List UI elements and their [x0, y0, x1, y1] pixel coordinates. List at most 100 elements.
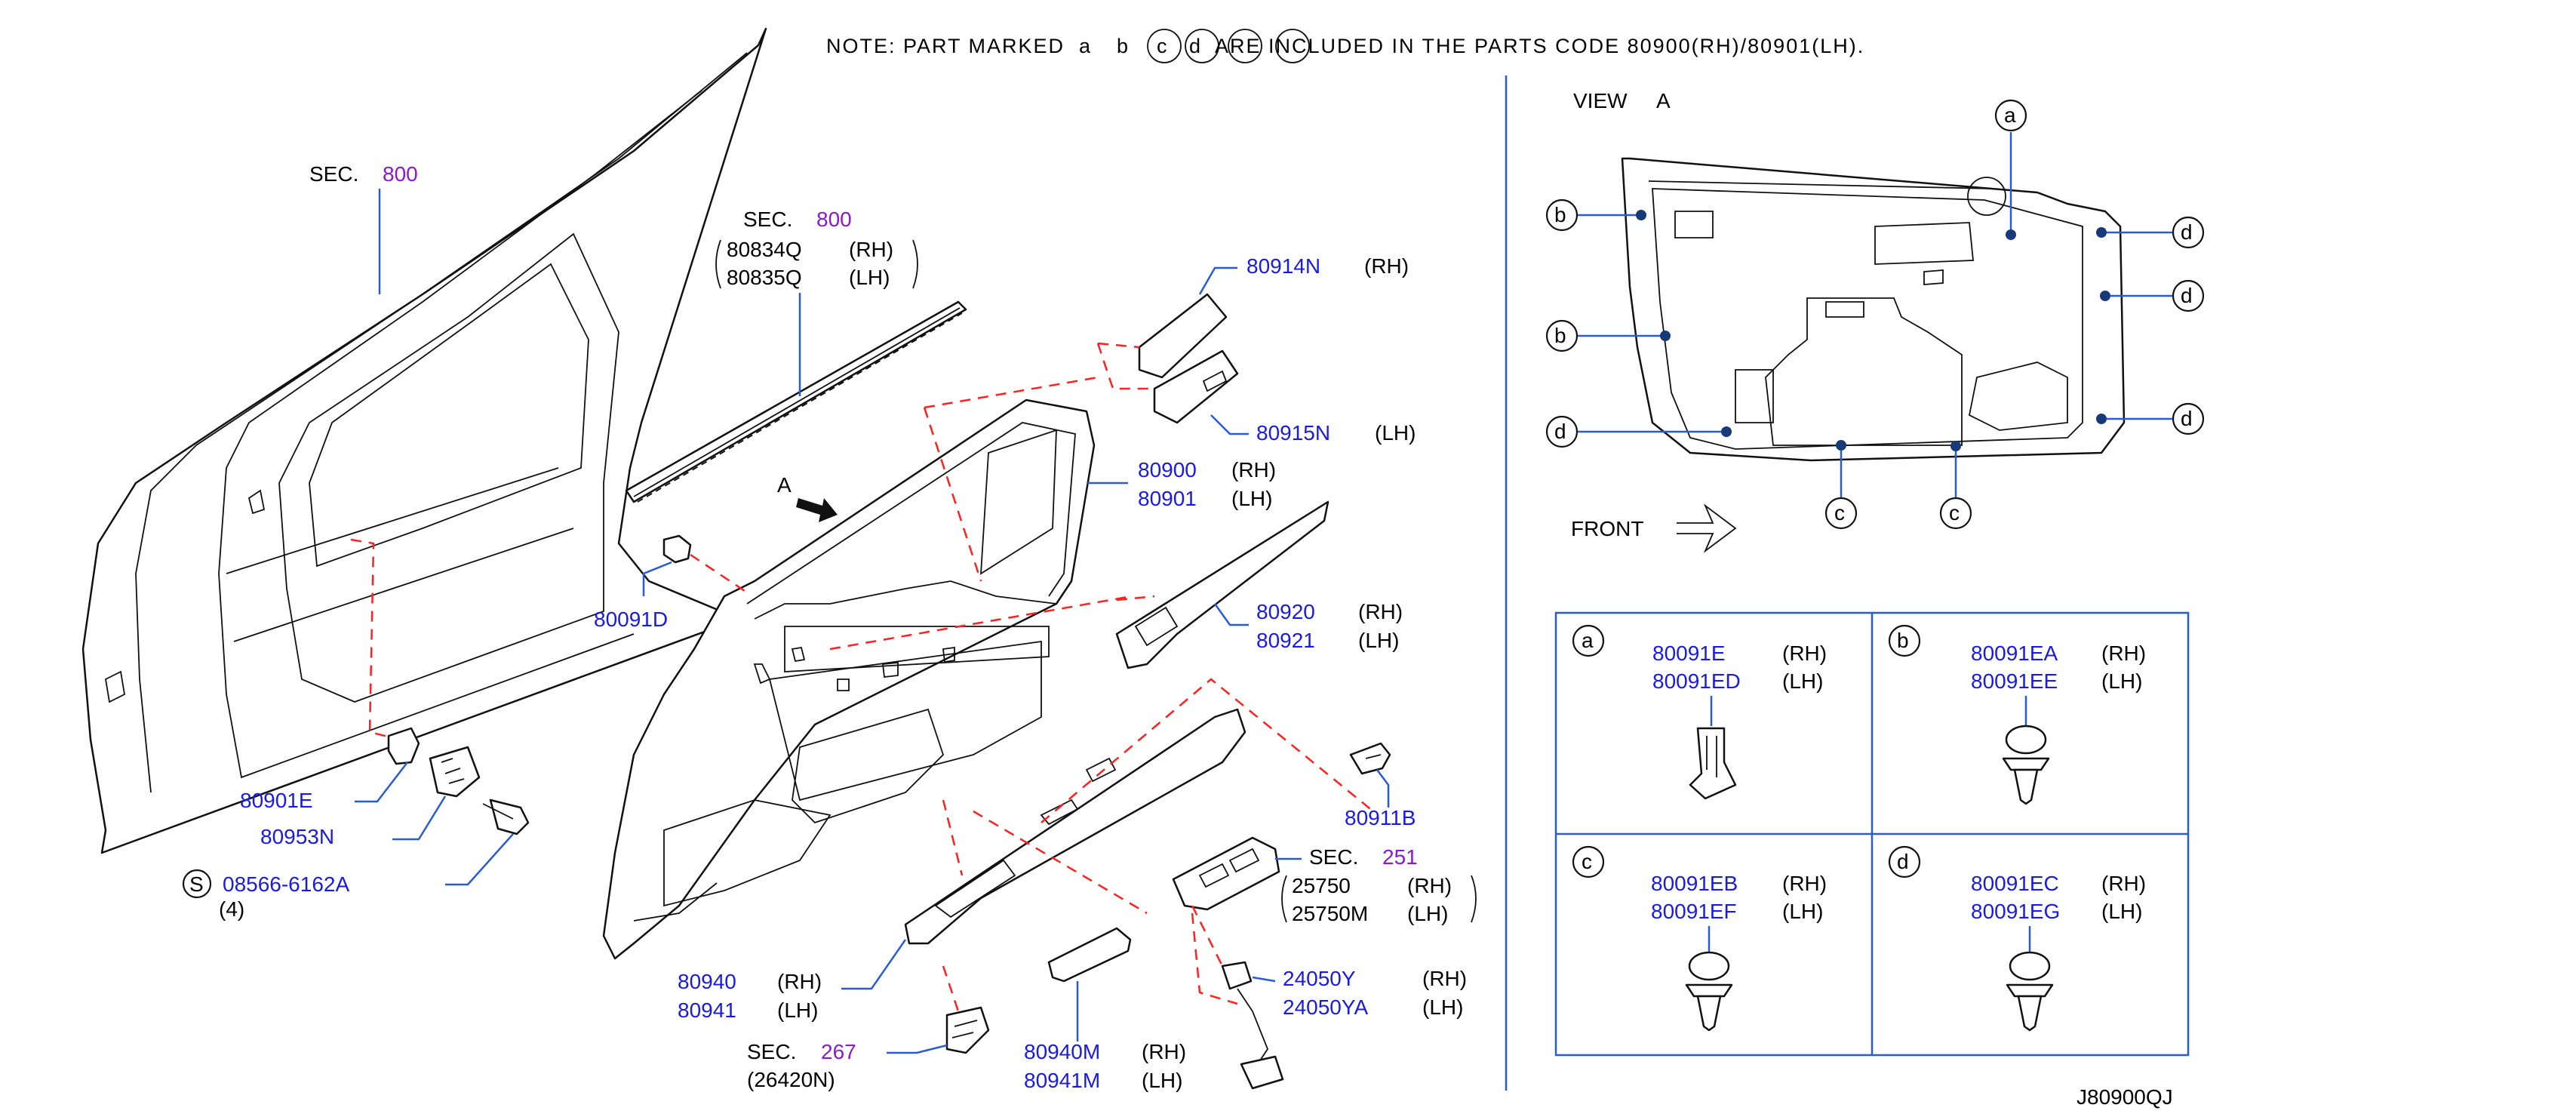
sec-text: SEC. — [743, 208, 792, 231]
view-marker-d: d — [2172, 402, 2205, 435]
sec-text: SEC. — [747, 1040, 796, 1063]
side-lh: (LH) — [1358, 629, 1399, 652]
clip-cell-a: a 80091E (RH) 80091ED (LH) — [1572, 624, 1827, 800]
view-a-section: VIEW A a b b d d — [1545, 89, 2205, 553]
part-80091eb[interactable]: 80091EB — [1651, 872, 1738, 895]
note-circle-d — [1185, 29, 1219, 63]
label-sec-251: SEC. 251 25750 (RH) 25750M (LH) — [1275, 845, 1477, 925]
view-marker-c: c — [1824, 497, 1858, 530]
part-80921[interactable]: 80921 — [1256, 629, 1315, 652]
side-lh: (LH) — [2101, 900, 2142, 923]
sec-number[interactable]: 800 — [383, 162, 418, 186]
cell-letter: c — [1582, 850, 1592, 873]
label-80900: 80900 (RH) 80901 (LH) — [1087, 458, 1276, 510]
part-80914n[interactable]: 80914N — [1247, 254, 1320, 278]
sec-number[interactable]: 800 — [816, 208, 852, 231]
side-rh: (RH) — [849, 238, 893, 261]
view-marker-d: d — [2172, 216, 2205, 249]
clip-cell-b: b 80091EA (RH) 80091EE (LH) — [1888, 624, 2146, 805]
side-lh: (LH) — [1407, 902, 1448, 925]
window-switch — [1172, 836, 1280, 1005]
label-sec-267: SEC. 267 (26420N) — [747, 1040, 948, 1091]
armrest-pad — [904, 678, 1374, 1012]
part-80834q[interactable]: 80834Q — [727, 238, 802, 261]
cell-letter: d — [1897, 850, 1909, 873]
part-80091ec[interactable]: 80091EC — [1971, 872, 2059, 895]
view-a-arrow: A — [777, 473, 838, 522]
marker-letter: b — [1554, 203, 1566, 226]
note-mark-a: a — [1079, 35, 1092, 57]
quantity: (4) — [219, 897, 244, 921]
side-lh: (LH) — [2101, 669, 2142, 693]
note-prefix: NOTE: PART MARKED — [826, 35, 1065, 57]
front-arrow-icon — [1677, 503, 1737, 553]
side-lh: (LH) — [1782, 669, 1823, 693]
sec-number[interactable]: 267 — [821, 1040, 856, 1063]
part-24050ya[interactable]: 24050YA — [1283, 995, 1368, 1019]
part-24050y[interactable]: 24050Y — [1283, 967, 1356, 990]
note-circle-extra-2 — [1275, 29, 1310, 63]
part-80901[interactable]: 80901 — [1138, 487, 1197, 510]
arrow-label: A — [777, 473, 792, 497]
note-circle-extra-1 — [1228, 29, 1262, 63]
note-line: NOTE: PART MARKED a b c d ARE INCLUDED I… — [826, 29, 1864, 63]
part-80915n[interactable]: 80915N — [1256, 421, 1330, 445]
view-marker-a: a — [1994, 99, 2027, 132]
note-mark-d: d — [1189, 35, 1202, 57]
door-harness — [1191, 905, 1284, 1090]
note-circle-c — [1147, 29, 1182, 63]
marker-letter: d — [2181, 284, 2193, 307]
label-sec-800-strip: SEC. 800 80834Q (RH) 80835Q (LH) — [715, 208, 918, 396]
part-80941m[interactable]: 80941M — [1024, 1069, 1100, 1092]
part-25750[interactable]: 25750 — [1292, 874, 1351, 897]
part-08566-6162a[interactable]: 08566-6162A — [223, 872, 349, 896]
side-rh: (RH) — [1782, 642, 1827, 665]
side-lh: (LH) — [1231, 487, 1272, 510]
label-80920: 80920 (RH) 80921 (LH) — [1213, 600, 1403, 652]
marker-letter: c — [1834, 501, 1845, 525]
part-80901e[interactable]: 80901E — [240, 789, 313, 812]
side-lh: (LH) — [849, 266, 890, 289]
part-80091e[interactable]: 80091E — [1652, 642, 1726, 665]
part-80940[interactable]: 80940 — [678, 970, 736, 993]
part-80091ed[interactable]: 80091ED — [1652, 669, 1741, 693]
clip-80091d: 80091D — [594, 534, 748, 631]
sec-text: SEC. — [1309, 845, 1358, 869]
part-80091ea[interactable]: 80091EA — [1971, 642, 2058, 665]
part-80911b[interactable]: 80911B — [1345, 806, 1416, 829]
label-24050y: 24050Y (RH) 24050YA (LH) — [1252, 967, 1467, 1019]
part-80953n[interactable]: 80953N — [260, 825, 334, 848]
part-80091eg[interactable]: 80091EG — [1971, 900, 2060, 923]
side-rh: (RH) — [1231, 458, 1276, 482]
clip-cell-d: d 80091EC (RH) 80091EG (LH) — [1888, 845, 2146, 1032]
cell-letter: a — [1582, 629, 1594, 652]
side-rh: (RH) — [2101, 872, 2146, 895]
door-frame — [81, 27, 767, 854]
part-80091d[interactable]: 80091D — [594, 608, 668, 631]
label-80901e: 80901E — [240, 762, 408, 812]
part-80835q[interactable]: 80835Q — [727, 266, 802, 289]
side-rh: (RH) — [1358, 600, 1403, 623]
part-25750m[interactable]: 25750M — [1292, 902, 1368, 925]
sec-text: SEC. — [309, 162, 358, 186]
sec-number[interactable]: 251 — [1382, 845, 1418, 869]
side-rh: (RH) — [1422, 967, 1467, 990]
part-80091ee[interactable]: 80091EE — [1971, 669, 2058, 693]
part-80920[interactable]: 80920 — [1256, 600, 1315, 623]
part-80941[interactable]: 80941 — [678, 998, 736, 1022]
side-rh: (RH) — [777, 970, 822, 993]
s-mark: S — [189, 872, 204, 896]
door-hardware — [350, 538, 530, 835]
marker-letter: d — [1554, 420, 1566, 443]
part-80091ef[interactable]: 80091EF — [1651, 900, 1737, 923]
part-80900[interactable]: 80900 — [1138, 458, 1197, 482]
armrest-cover: 80940M (RH) 80941M (LH) — [1024, 927, 1186, 1092]
label-80915n: 80915N (LH) — [1210, 414, 1416, 445]
lamp-unit — [945, 1006, 990, 1054]
note-suffix: ARE INCLUDED IN THE PARTS CODE 80900(RH)… — [1215, 35, 1864, 57]
part-80940m[interactable]: 80940M — [1024, 1040, 1100, 1063]
side-lh: (LH) — [1422, 995, 1463, 1019]
part-26420n[interactable]: (26420N) — [747, 1068, 835, 1091]
label-80940: 80940 (RH) 80941 (LH) — [678, 939, 907, 1022]
